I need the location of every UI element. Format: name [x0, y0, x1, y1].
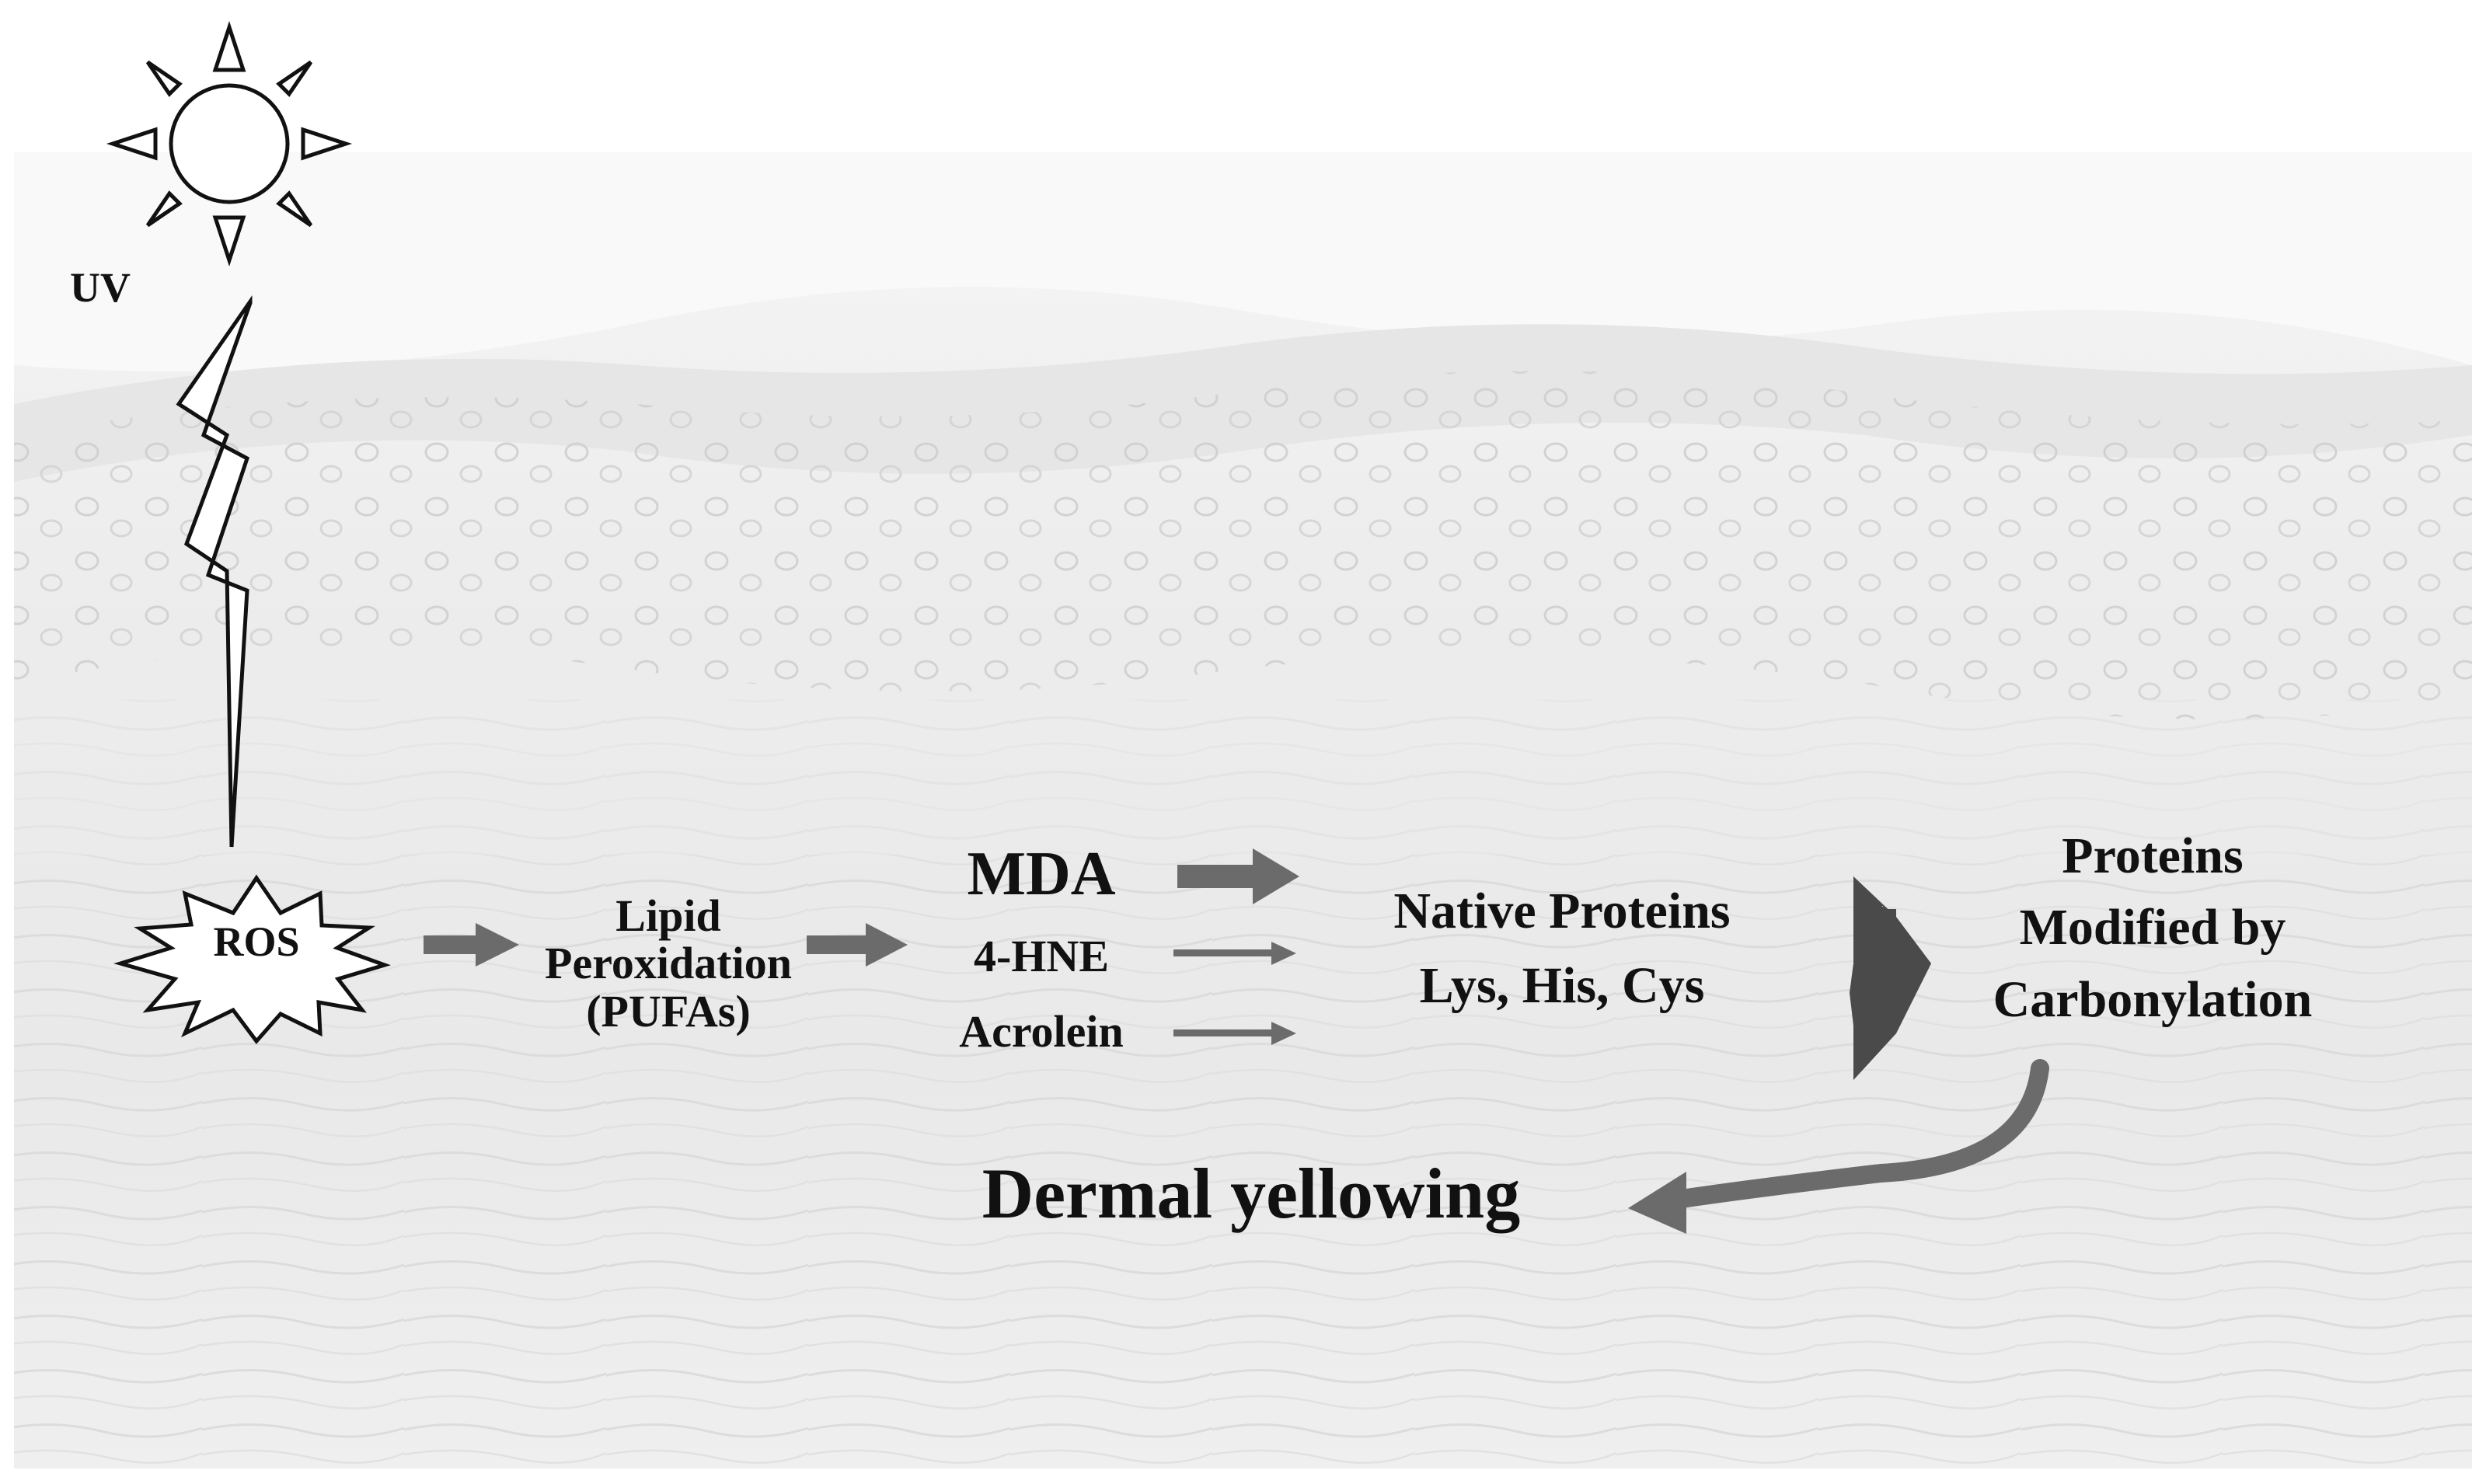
native-proteins-line-1: Native Proteins	[1393, 883, 1731, 939]
sun-icon	[106, 20, 353, 267]
native-proteins-line-2: Lys, His, Cys	[1419, 956, 1705, 1014]
acrolein-label: Acrolein	[959, 1006, 1124, 1057]
arrow-mda-to-proteins	[1177, 848, 1299, 904]
hne-label: 4-HNE	[974, 931, 1109, 981]
lightning-bolt-icon	[176, 295, 253, 848]
ros-burst-shape	[113, 874, 391, 1044]
block-arrow-stem	[1853, 909, 1896, 1033]
skin-histology-background	[14, 152, 2472, 1468]
mda-label: MDA	[967, 840, 1116, 908]
arrow-ros-to-lipid	[424, 923, 519, 967]
lipid-line-3: (PUFAs)	[586, 985, 751, 1036]
ros-label: ROS	[213, 918, 300, 965]
modified-proteins-label: Proteins Modified by Carbonylation	[1919, 820, 2386, 1036]
curved-arrow-to-yellowing	[1661, 1059, 2049, 1210]
lipid-line-1: Lipid	[615, 890, 721, 941]
arrow-acrolein-to-proteins	[1173, 1022, 1296, 1045]
dermal-yellowing-label: Dermal yellowing	[981, 1154, 1521, 1233]
arrow-hne-to-proteins	[1173, 942, 1296, 965]
curved-arrow-head	[1628, 1172, 1686, 1234]
uv-label: UV	[70, 264, 131, 311]
native-proteins-label: Native Proteins Lys, His, Cys	[1321, 874, 1803, 1022]
lipid-line-2: Peroxidation	[545, 938, 792, 989]
modified-proteins-line-3: Carbonylation	[1993, 970, 2313, 1028]
lipid-peroxidation-label: Lipid Peroxidation (PUFAs)	[513, 890, 824, 1036]
arrow-lipid-to-aldehydes	[807, 923, 908, 967]
modified-proteins-line-2: Modified by	[2019, 899, 2286, 956]
modified-proteins-line-1: Proteins	[2062, 827, 2244, 884]
